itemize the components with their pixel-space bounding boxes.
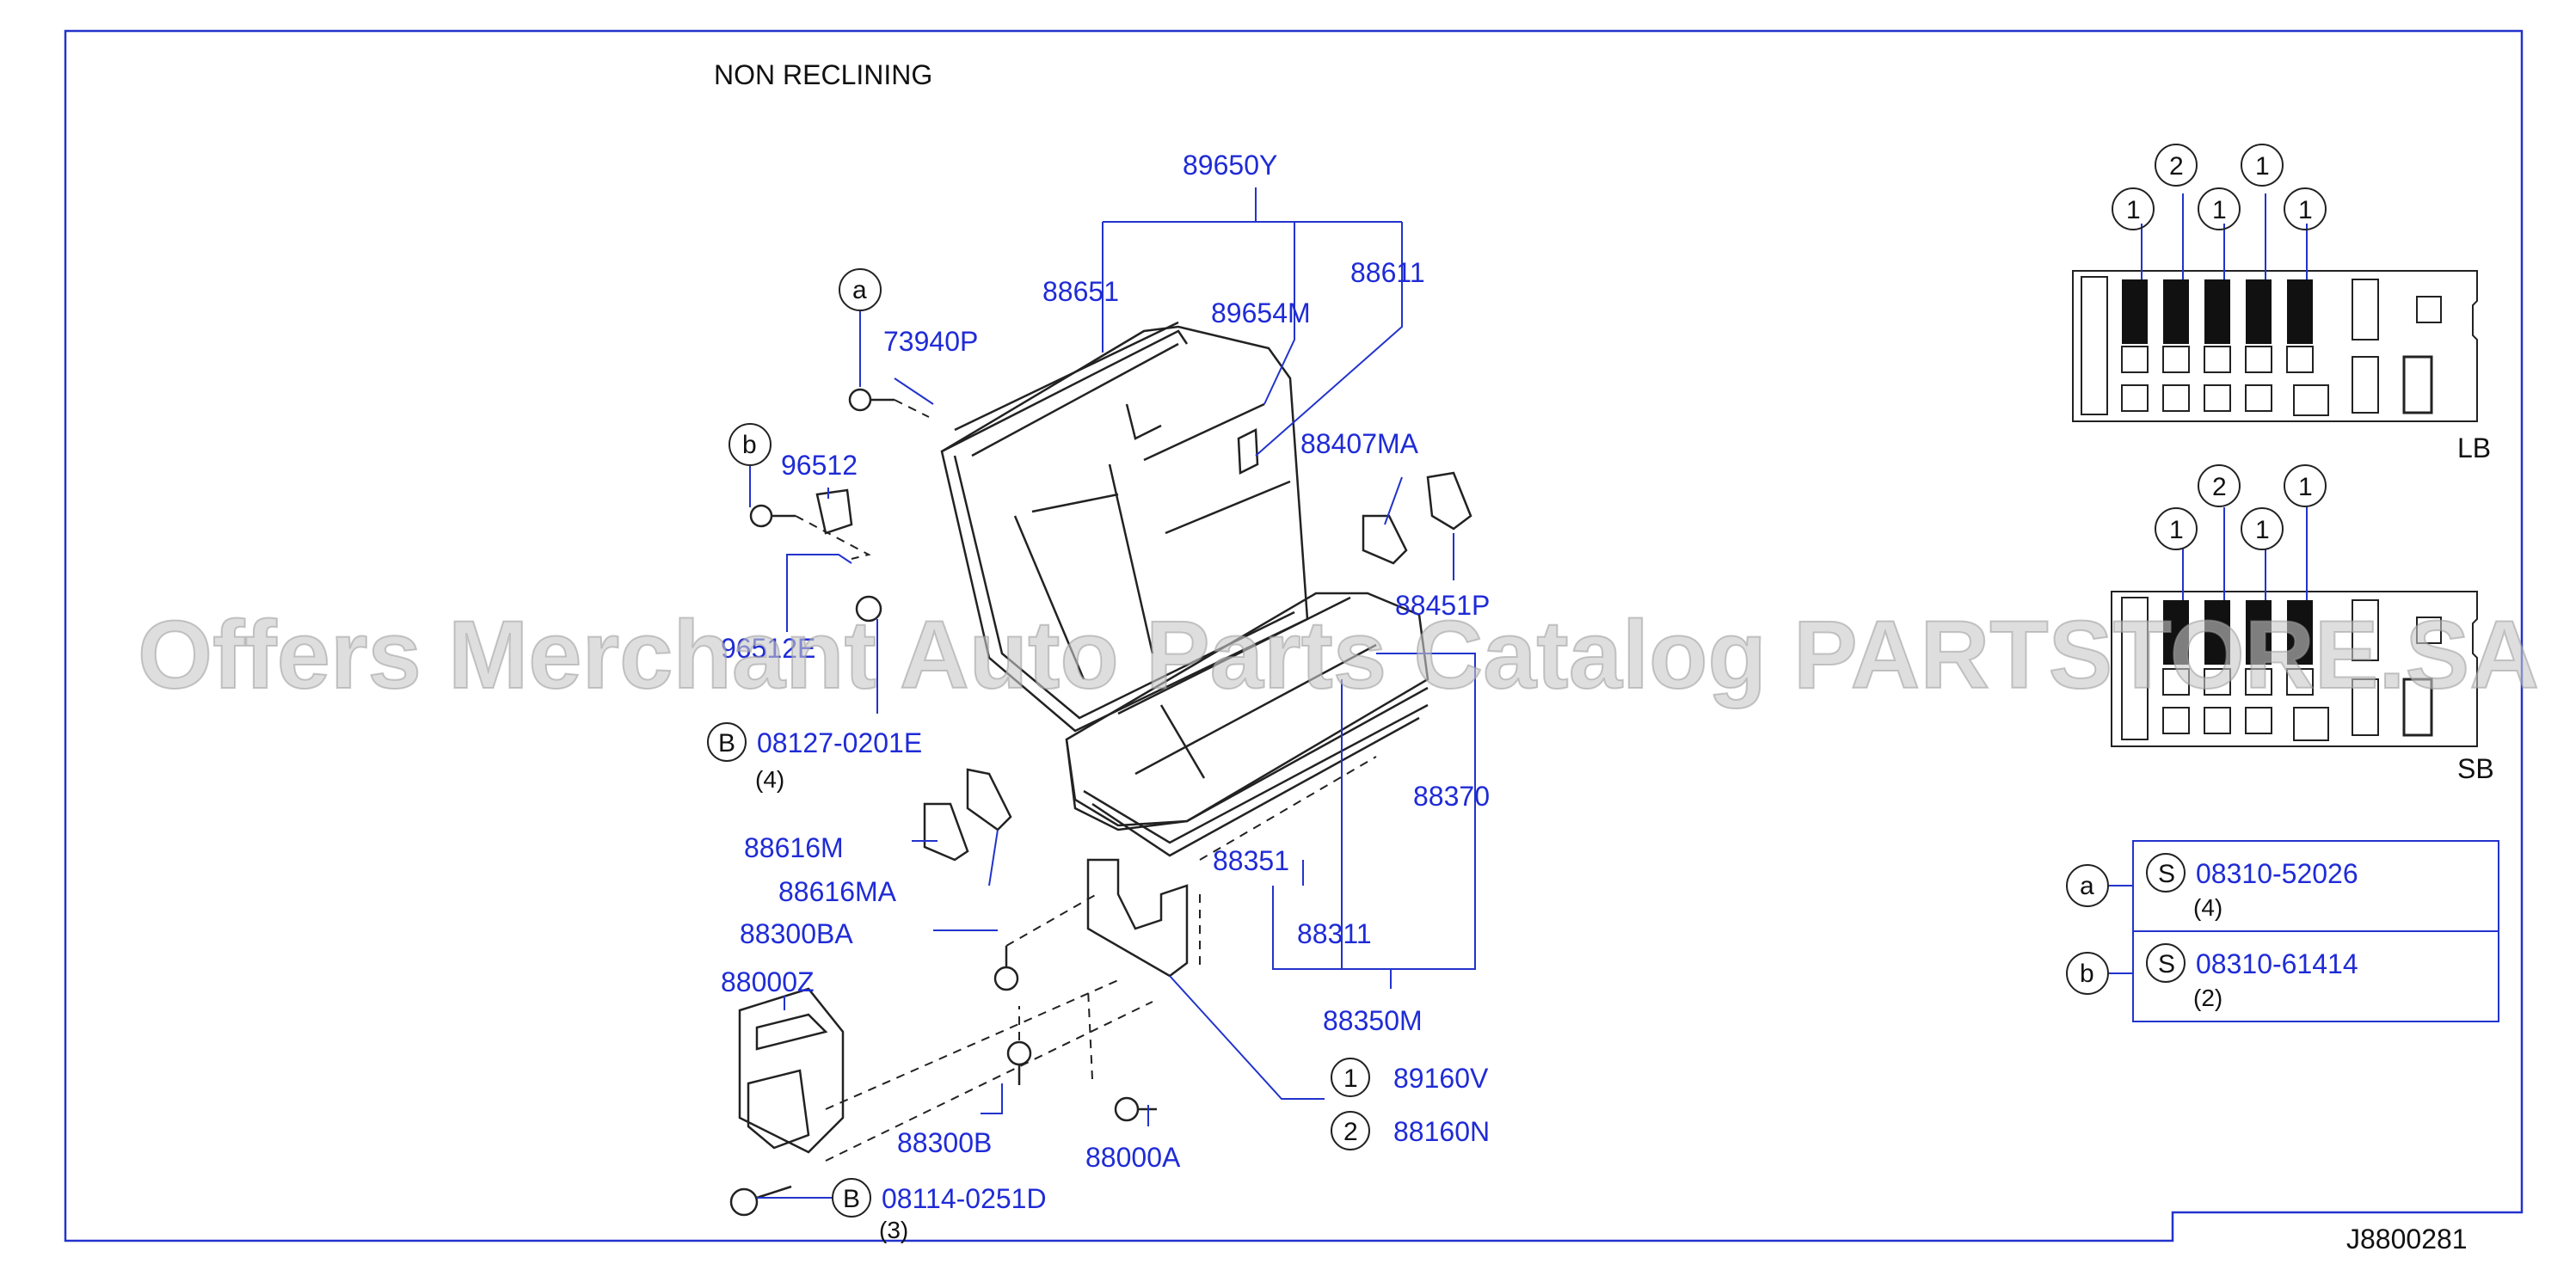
label-88351[interactable]: 88351 bbox=[1213, 845, 1289, 876]
callout-a-left-letter: a bbox=[852, 276, 867, 304]
layout-sb: 1 2 1 1 SB bbox=[2111, 464, 2494, 784]
diagram-frame bbox=[64, 29, 2524, 1242]
label-88651[interactable]: 88651 bbox=[1042, 276, 1119, 307]
legend-a-letter: a bbox=[2080, 872, 2094, 900]
watermark: Offers Merchant Auto Parts Catalog PARTS… bbox=[138, 601, 2539, 709]
bolts-drawing bbox=[729, 388, 1157, 1217]
legend-b-qty: (2) bbox=[2193, 985, 2222, 1011]
qty-08127-0201E: (4) bbox=[755, 766, 784, 793]
legend-b-s: S bbox=[2158, 950, 2175, 978]
lb-key-2: 2 bbox=[2169, 152, 2184, 181]
assembly-lines bbox=[795, 399, 1377, 1162]
label-89654M[interactable]: 89654M bbox=[1211, 298, 1311, 328]
lb-key-5: 1 bbox=[2298, 196, 2313, 224]
label-08114-0251D[interactable]: 08114-0251D bbox=[882, 1183, 1047, 1214]
callout-B-lower-letter: B bbox=[843, 1185, 860, 1213]
side-covers-drawing bbox=[923, 471, 1472, 862]
callout-2-88160N-num: 2 bbox=[1343, 1118, 1358, 1146]
seat-cushion-drawing bbox=[1065, 592, 1429, 857]
label-08127-0201E[interactable]: 08127-0201E bbox=[757, 727, 922, 758]
page-title: NON RECLINING bbox=[714, 59, 932, 90]
lb-key-4: 1 bbox=[2255, 152, 2270, 181]
label-88000Z[interactable]: 88000Z bbox=[721, 966, 815, 997]
label-89650Y[interactable]: 89650Y bbox=[1183, 150, 1277, 181]
seat-back-drawing bbox=[940, 321, 1309, 733]
layout-lb: 1 2 1 1 1 LB bbox=[2072, 144, 2491, 463]
label-73940P[interactable]: 73940P bbox=[883, 326, 978, 357]
label-88000A[interactable]: 88000A bbox=[1085, 1142, 1181, 1173]
callout-2-88160N bbox=[1331, 1111, 1370, 1150]
layout-sb-label: SB bbox=[2457, 753, 2494, 784]
label-88350M[interactable]: 88350M bbox=[1323, 1005, 1423, 1036]
label-96512E[interactable]: 96512E bbox=[721, 633, 815, 664]
label-88300BA[interactable]: 88300BA bbox=[740, 918, 853, 949]
label-88300B[interactable]: 88300B bbox=[897, 1127, 992, 1158]
legend-a-part[interactable]: 08310-52026 bbox=[2196, 858, 2358, 889]
leader-lines bbox=[749, 187, 1476, 1199]
label-89160V[interactable]: 89160V bbox=[1393, 1063, 1489, 1094]
lb-key-3: 1 bbox=[2212, 196, 2227, 224]
legend-a-s: S bbox=[2158, 860, 2175, 888]
sb-key-4: 1 bbox=[2298, 473, 2313, 501]
label-88407MA[interactable]: 88407MA bbox=[1300, 428, 1419, 459]
label-88616M[interactable]: 88616M bbox=[744, 832, 844, 863]
layout-lb-label: LB bbox=[2457, 432, 2491, 463]
callout-b-left-letter: b bbox=[742, 431, 757, 459]
diagram-code: J8800281 bbox=[2346, 1224, 2468, 1255]
legend-a-circle bbox=[2066, 864, 2109, 907]
label-96512[interactable]: 96512 bbox=[781, 450, 858, 481]
qty-08114-0251D: (3) bbox=[879, 1217, 908, 1243]
callout-b-left bbox=[729, 423, 772, 466]
legend-a-qty: (4) bbox=[2193, 894, 2222, 921]
brackets-drawing bbox=[738, 858, 1189, 1154]
label-88370[interactable]: 88370 bbox=[1413, 781, 1490, 812]
callout-B-lower bbox=[832, 1178, 871, 1218]
sb-key-2: 2 bbox=[2212, 473, 2227, 501]
legend-b-letter: b bbox=[2080, 960, 2094, 988]
label-88160N[interactable]: 88160N bbox=[1393, 1116, 1490, 1147]
callout-B-upper-letter: B bbox=[718, 729, 735, 758]
callout-1-89160V bbox=[1331, 1058, 1370, 1097]
legend-b-part[interactable]: 08310-61414 bbox=[2196, 948, 2358, 979]
lb-key-1: 1 bbox=[2126, 196, 2141, 224]
legend-table: a b S 08310-52026 (4) S 08310-61414 (2) bbox=[2066, 840, 2499, 1022]
label-88616MA[interactable]: 88616MA bbox=[778, 876, 897, 907]
label-88451P[interactable]: 88451P bbox=[1395, 590, 1490, 621]
sb-key-1: 1 bbox=[2169, 516, 2184, 544]
legend-b-circle bbox=[2066, 952, 2109, 995]
sb-key-3: 1 bbox=[2255, 516, 2270, 544]
label-88611[interactable]: 88611 bbox=[1350, 257, 1425, 288]
callout-1-89160V-num: 1 bbox=[1343, 1064, 1358, 1093]
label-88311[interactable]: 88311 bbox=[1297, 918, 1372, 949]
callout-B-upper bbox=[707, 722, 747, 762]
callout-a-left bbox=[839, 268, 882, 311]
